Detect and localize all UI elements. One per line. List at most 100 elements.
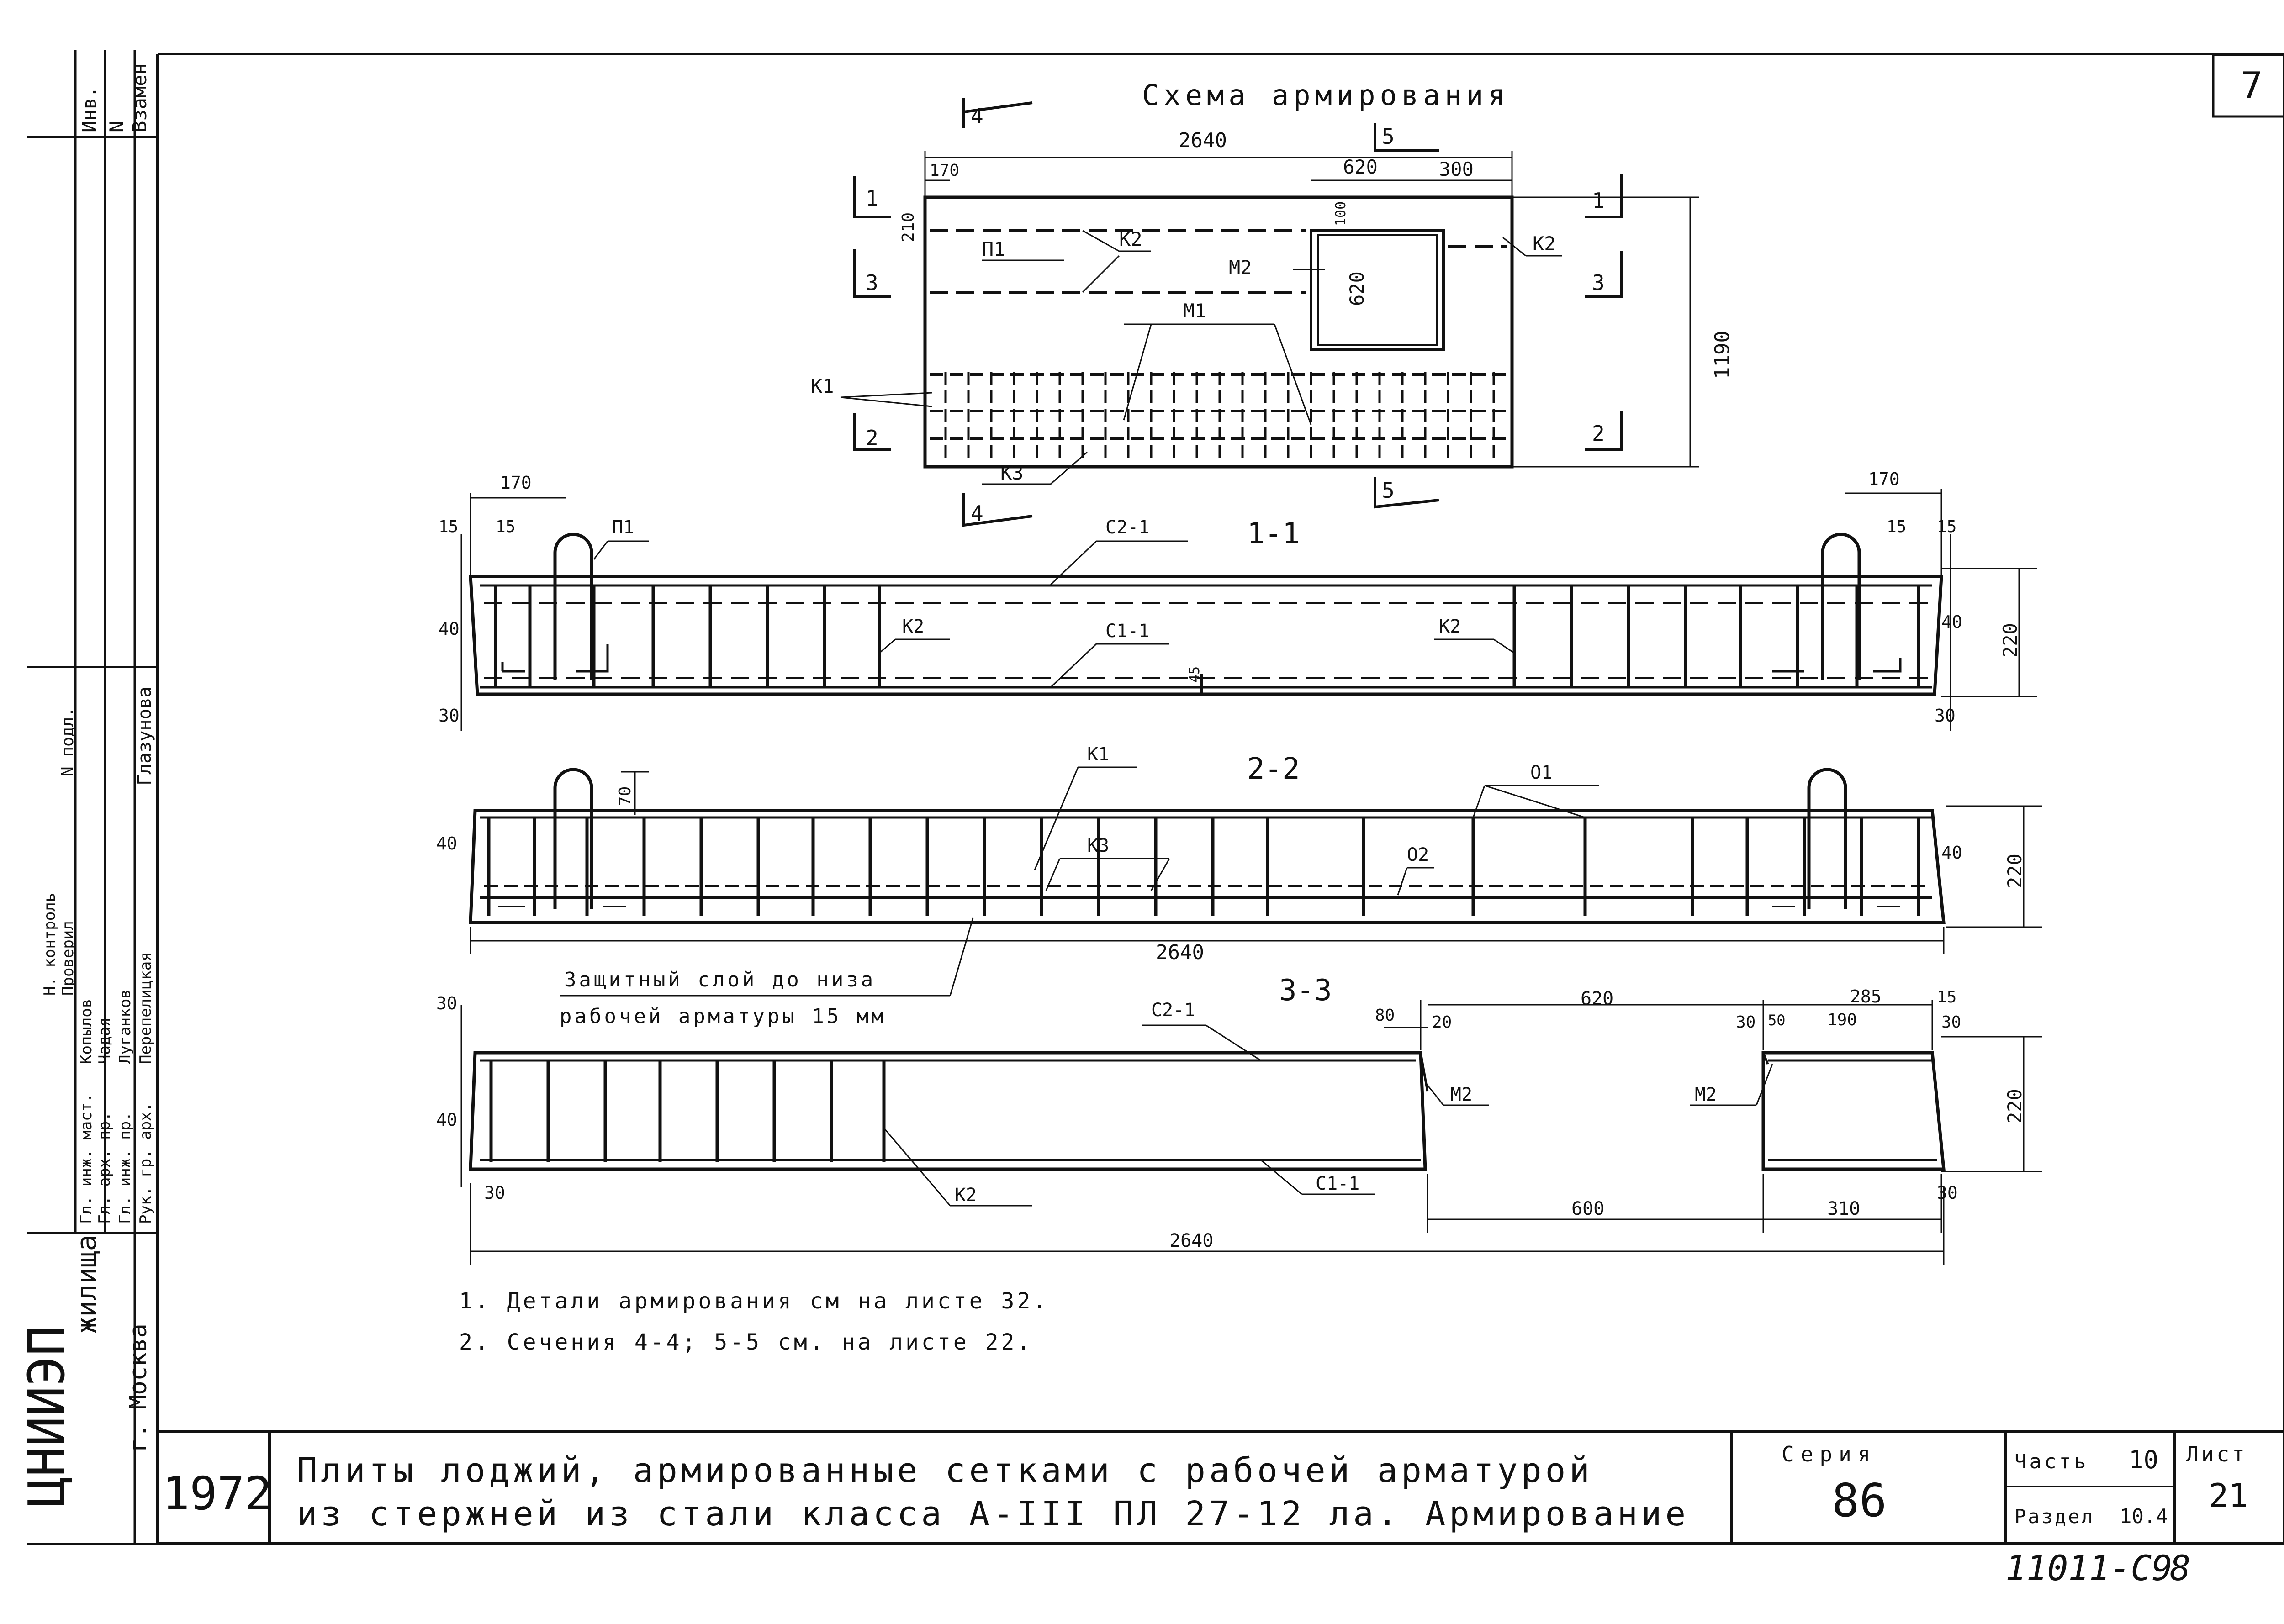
s22-label-o2: О2 <box>1407 844 1429 865</box>
s22-label-k3: К3 <box>1087 835 1109 856</box>
title-line-2: из стержней из стали класса А-III ПЛ 27-… <box>297 1494 1689 1534</box>
stamp-row-2: Гл. инж. пр. <box>116 1112 134 1224</box>
stamp-name-2: Луганков <box>116 989 134 1064</box>
left-stamp <box>27 50 158 1545</box>
s11-dim-h220: 220 <box>1999 623 2021 658</box>
s33-dim-30br: 30 <box>1937 1183 1958 1203</box>
plan-dim-width: 1190 <box>1711 331 1734 379</box>
plan-label-k2-left: К2 <box>1119 228 1142 250</box>
seria-value: 86 <box>1832 1474 1887 1527</box>
note-2: 2. Сечения 4-4; 5-5 см. на листе 22. <box>459 1329 1033 1355</box>
plan-label-m2: М2 <box>1229 256 1252 279</box>
s22-label-o1: О1 <box>1530 762 1552 783</box>
chast-label: Часть <box>2014 1450 2088 1473</box>
plan-dim-left: 170 <box>930 161 959 180</box>
s11-dim-40l: 40 <box>439 619 460 639</box>
stamp-row-4: Гл. инж. маст. <box>77 1093 95 1224</box>
s33-dim-30a: 30 <box>1736 1013 1755 1032</box>
s22-label-k1: К1 <box>1087 744 1109 765</box>
list-value: 21 <box>2209 1476 2248 1515</box>
inventory-number: 11011-С9 <box>2005 1548 2173 1588</box>
sheet-number-box: 7 <box>2241 64 2263 107</box>
s22-dim-70: 70 <box>616 786 634 806</box>
s33-dim-40l: 40 <box>436 1110 457 1130</box>
note-1: 1. Детали армирования см на листе 32. <box>459 1288 1049 1314</box>
s11-label-c21: С2-1 <box>1105 517 1149 538</box>
s33-dim-30bl: 30 <box>484 1183 505 1203</box>
plan-dim-top: 210 <box>899 212 918 242</box>
stamp-name-1: Перепелицкая <box>137 952 155 1064</box>
plan-dim-opening-height: 620 <box>1346 271 1368 306</box>
stamp-row-5: Проверил <box>59 921 77 996</box>
title-year: 1972 <box>162 1467 272 1520</box>
plan-mark-3-right: 3 <box>1592 270 1605 295</box>
stamp-row-1: Рук. гр. арх. <box>137 1102 155 1224</box>
s11-dim-30l: 30 <box>439 706 460 726</box>
plan-drawing <box>840 98 1699 527</box>
section-2-2-drawing <box>469 766 2042 954</box>
plan-dim-small: 100 <box>1333 201 1349 226</box>
s33-label-k2: К2 <box>955 1185 977 1206</box>
stamp-org-name: жилища <box>71 1234 103 1334</box>
stamp-row-3: Гл. арх. пр. <box>95 1112 114 1224</box>
s33-dim-30tr: 30 <box>1941 1013 1961 1032</box>
s11-dim-15b: 15 <box>496 517 515 536</box>
chast-value: 10 <box>2129 1445 2158 1474</box>
plan-label-m1: М1 <box>1183 300 1206 322</box>
s11-dim-45: 45 <box>1187 666 1203 683</box>
plan-mark-3-left: 3 <box>866 270 878 295</box>
s33-dim-310: 310 <box>1827 1198 1860 1219</box>
s33-dim-length: 2640 <box>1169 1230 1213 1251</box>
plan-label-p1: П1 <box>982 238 1005 260</box>
stamp-row-6: Н. контроль <box>41 893 59 996</box>
title-block <box>158 1430 2284 1544</box>
section-3-3-title: 3-3 <box>1279 974 1332 1007</box>
s11-label-k2b: К2 <box>1439 616 1461 637</box>
s33-label-c11: С1-1 <box>1316 1173 1359 1194</box>
s11-dim-15a: 15 <box>439 517 458 536</box>
s22-dim-length: 2640 <box>1156 941 1204 964</box>
section-3-3-drawing <box>460 1000 2042 1265</box>
stamp-corner-1: Инв. <box>78 86 100 132</box>
stamp-org-logo: ЦНИИЭП <box>17 1326 76 1507</box>
s33-dim-15: 15 <box>1937 988 1956 1007</box>
s33-dim-620: 620 <box>1581 988 1613 1009</box>
s22-dim-40l: 40 <box>436 833 457 854</box>
s11-dim-40r: 40 <box>1941 612 1962 632</box>
s11-dim-30r: 30 <box>1935 706 1956 726</box>
section-2-2-title: 2-2 <box>1247 752 1300 786</box>
plan-label-k3: К3 <box>1000 462 1024 484</box>
scheme-title: Схема армирования <box>1142 79 1510 112</box>
razdel-label: Раздел <box>2014 1505 2095 1528</box>
razdel-value: 10.4 <box>2120 1505 2168 1528</box>
plan-mark-1-right: 1 <box>1592 188 1605 213</box>
s11-label-p1: П1 <box>612 517 634 538</box>
stamp-note-top: N подл. <box>58 707 77 776</box>
plan-label-k1: К1 <box>811 375 834 397</box>
inventory-extra: 8 <box>2170 1548 2191 1588</box>
s22-dim-h220: 220 <box>2004 854 2026 888</box>
s33-dim-600: 600 <box>1571 1198 1604 1219</box>
s33-dim-190: 190 <box>1827 1011 1857 1029</box>
s33-dim-h220: 220 <box>2004 1089 2026 1123</box>
title-line-1: Плиты лоджий, армированные сетками с раб… <box>297 1451 1593 1490</box>
stamp-city: г. Москва <box>125 1323 152 1452</box>
s33-dim-285: 285 <box>1850 986 1882 1007</box>
s22-dim-40r: 40 <box>1941 843 1962 863</box>
stamp-corner-3: Взамен <box>128 63 151 132</box>
list-label: Лист <box>2186 1442 2247 1466</box>
s11-label-k2a: К2 <box>902 616 924 637</box>
seria-label: Серия <box>1782 1442 1877 1466</box>
protective-note-line1: Защитный слой до низа <box>564 968 876 991</box>
plan-mark-4-bottom: 4 <box>971 501 983 526</box>
section-1-1-drawing <box>460 489 2037 731</box>
s11-dim-right170: 170 <box>1868 469 1900 489</box>
plan-mark-2-right: 2 <box>1592 421 1605 446</box>
stamp-corner-2: N <box>106 121 128 132</box>
protective-note-leader <box>560 917 974 997</box>
frame <box>156 53 2284 1545</box>
stamp-name-5: Глазунова <box>134 686 155 786</box>
s33-dim-80: 80 <box>1375 1006 1395 1025</box>
s11-dim-left170: 170 <box>500 473 532 493</box>
